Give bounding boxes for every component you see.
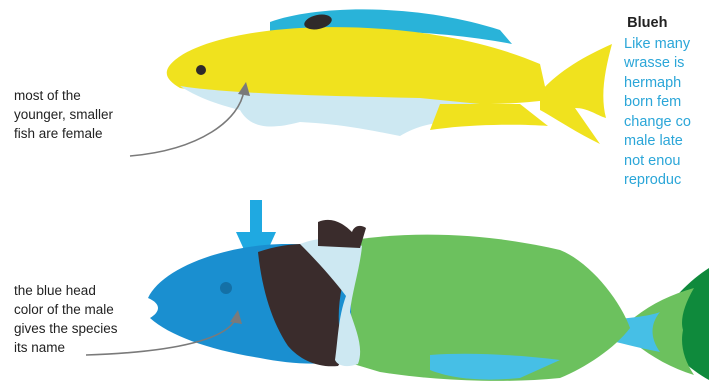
side-panel-line: hermaph: [624, 74, 709, 94]
female-fish-anal-fin: [430, 104, 548, 130]
callout-male-fish: the blue head color of the male gives th…: [14, 281, 118, 357]
side-panel-line: reproduc: [624, 171, 709, 191]
callout-female-line: younger, smaller: [14, 105, 113, 124]
callout-female-fish: most of the younger, smaller fish are fe…: [14, 86, 113, 143]
side-panel-line: Like many: [624, 35, 709, 55]
female-fish-tail: [540, 44, 612, 144]
side-panel-line: not enou: [624, 152, 709, 172]
callout-male-line: gives the species: [14, 319, 118, 338]
callout-male-line: its name: [14, 338, 118, 357]
callout-female-line: fish are female: [14, 124, 113, 143]
side-panel-line: change co: [624, 113, 709, 133]
side-panel-title: ◁Blueh: [624, 14, 709, 34]
female-fish-eye: [196, 65, 206, 75]
side-panel-line: wrasse is: [624, 54, 709, 74]
callout-male-line: color of the male: [14, 300, 118, 319]
callout-female-line: most of the: [14, 86, 113, 105]
female-fish: [167, 9, 612, 144]
male-fish: [148, 220, 709, 381]
side-panel-line: born fem: [624, 93, 709, 113]
male-fish-eye: [220, 282, 232, 294]
side-panel-line: male late: [624, 132, 709, 152]
male-fish-dorsal-fin: [318, 220, 366, 248]
side-panel-title-text: Blueh: [627, 15, 667, 31]
side-panel: ◁Blueh Like many wrasse is hermaph born …: [624, 14, 709, 191]
callout-male-line: the blue head: [14, 281, 118, 300]
